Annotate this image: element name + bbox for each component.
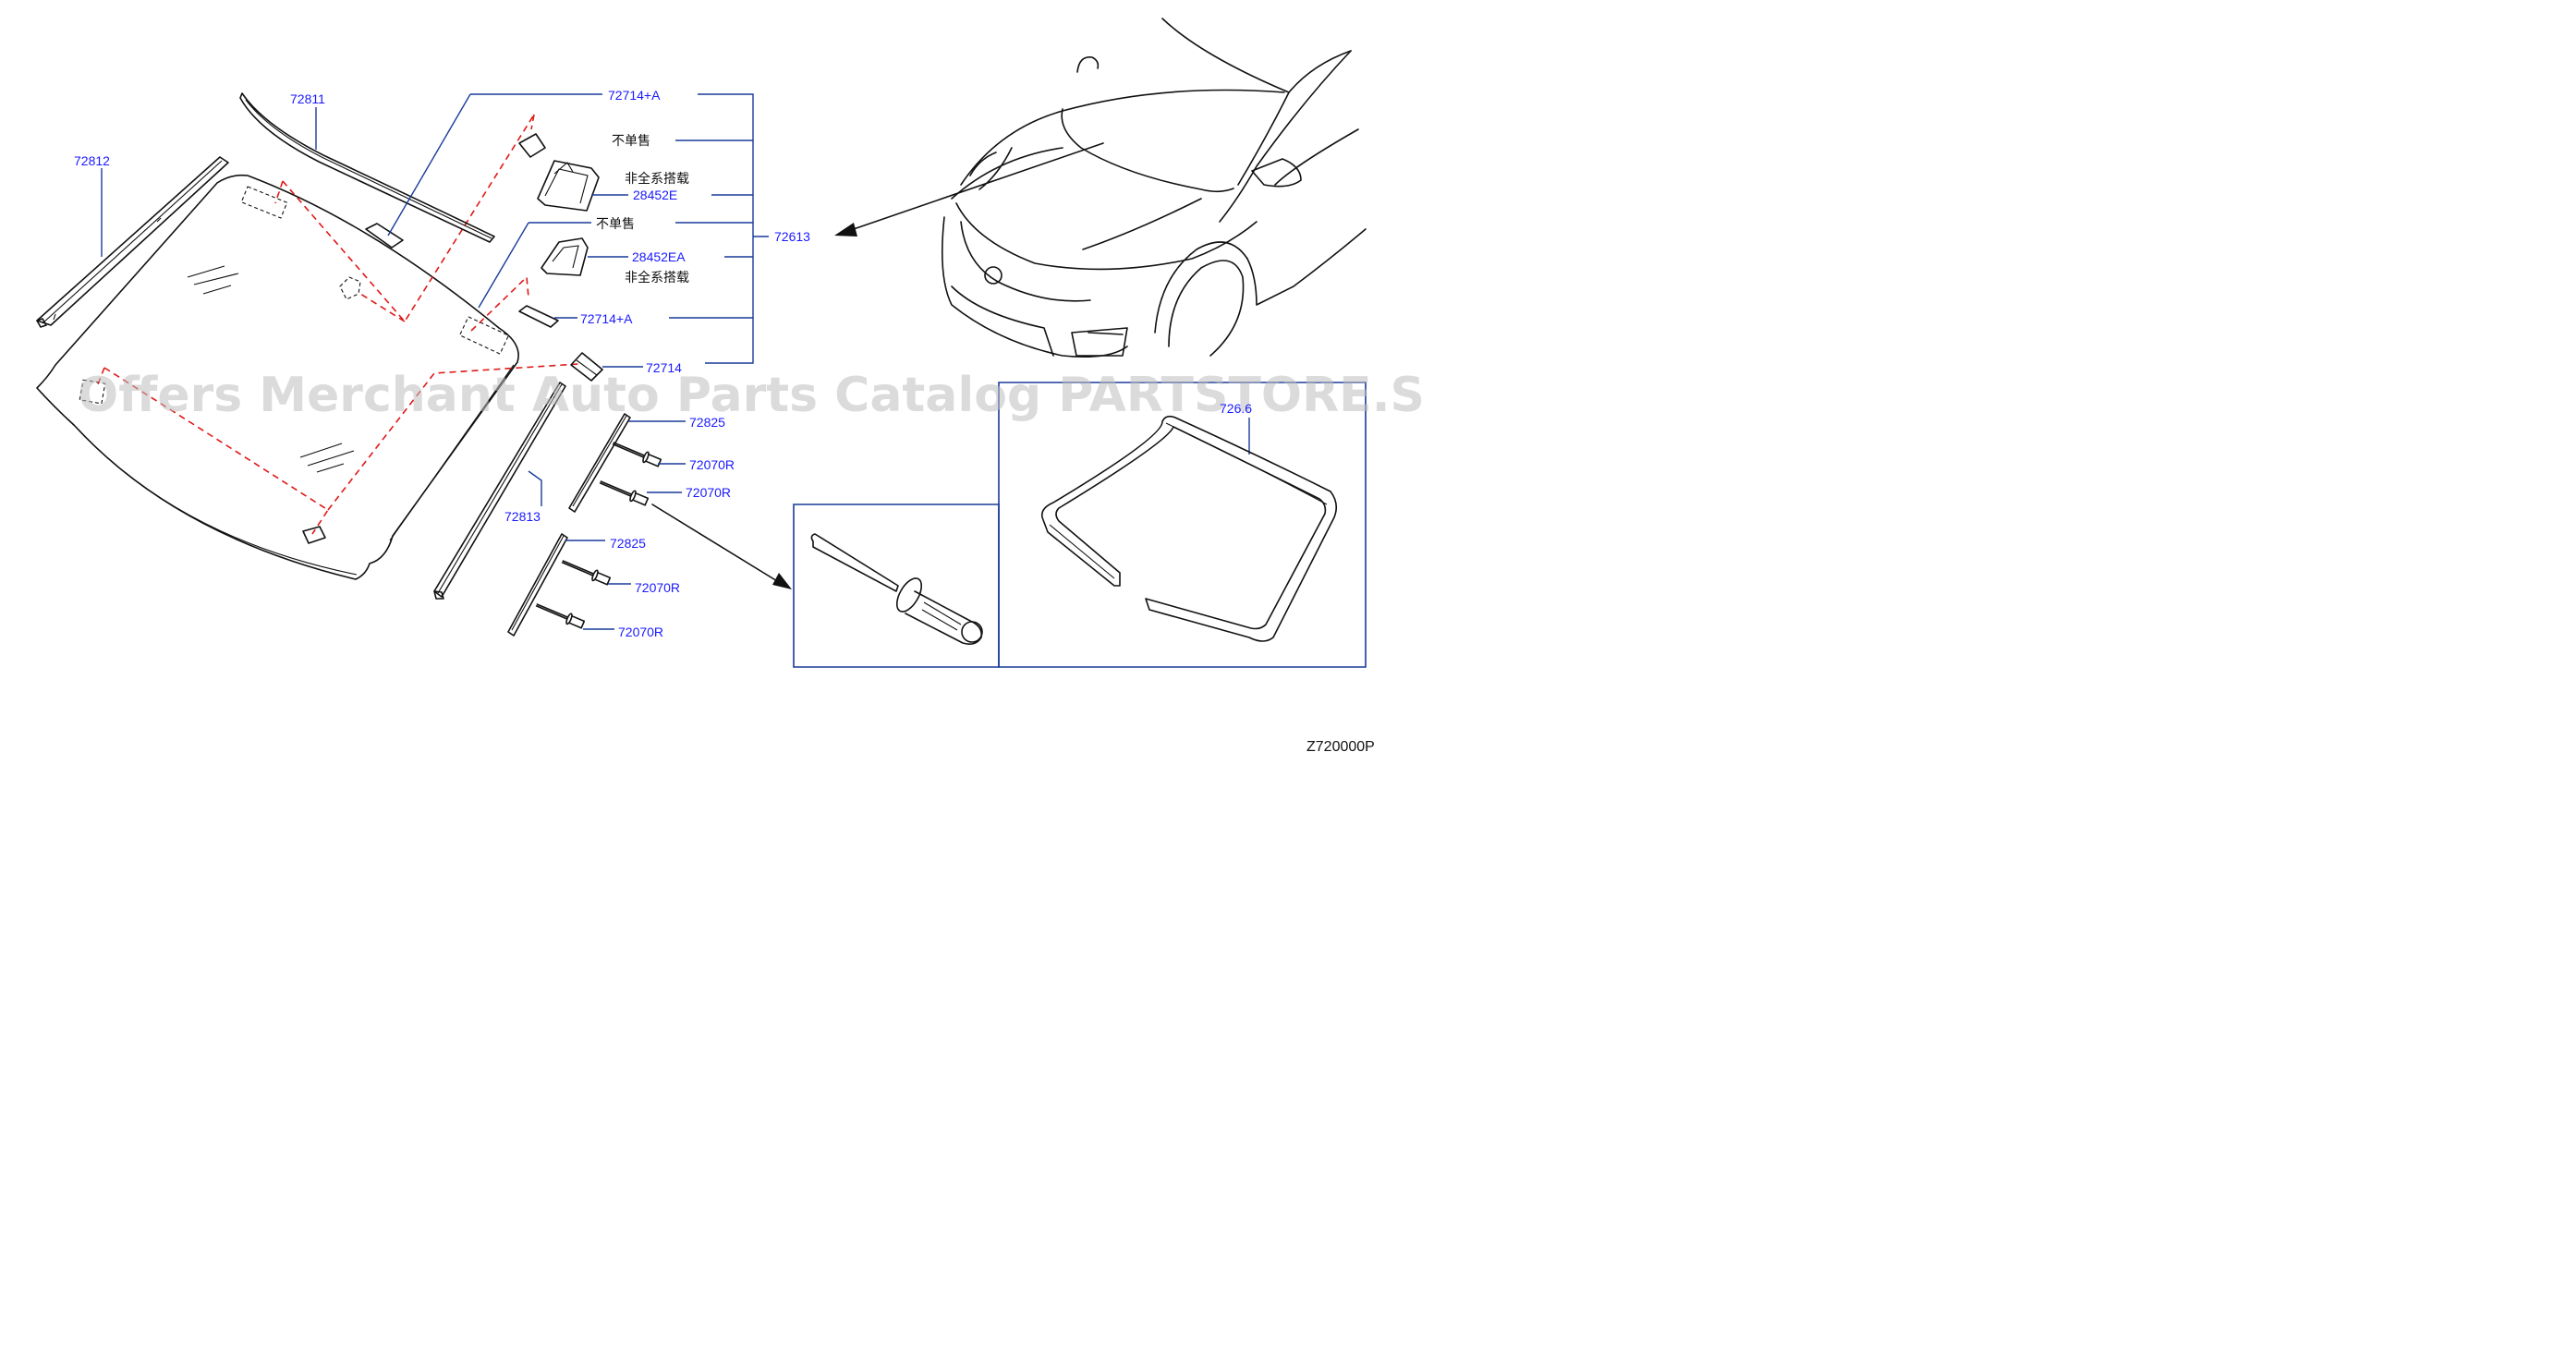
label-72825-upper[interactable]: 72825 [689,415,725,430]
parts-diagram: Offers Merchant Auto Parts Catalog PARTS… [36,18,1424,755]
label-72811[interactable]: 72811 [290,91,325,106]
label-72070r-1[interactable]: 72070R [689,457,735,472]
label-72812[interactable]: 72812 [74,153,110,168]
installation-guide-lines [96,114,579,535]
callout-labels: 72811 72812 72714+A 不单售 非全系搭载 28452E 不单售… [74,88,1252,639]
rivets [535,442,662,629]
diagram-code: Z720000P [1306,739,1375,755]
windshield-glass [36,174,519,580]
label-72070r-2[interactable]: 72070R [686,485,731,500]
label-dam-rubber[interactable]: 726.6 [1220,401,1252,416]
label-72070r-4[interactable]: 72070R [618,625,663,639]
detail-box-dam-rubber [998,382,1367,668]
watermark-text: Offers Merchant Auto Parts Catalog PARTS… [78,368,1424,423]
label-not-sold-separately-2: 不单售 [596,217,635,232]
label-not-all-models-2: 非全系搭载 [625,270,689,285]
car-front-illustration [941,18,1367,358]
detail-box-rivet [793,504,1000,668]
label-28452ea[interactable]: 28452EA [632,249,686,264]
label-72070r-3[interactable]: 72070R [635,580,680,595]
label-not-all-models-1: 非全系搭载 [625,171,689,187]
molding-side-left-72812 [36,156,229,328]
label-72813[interactable]: 72813 [504,509,541,524]
molding-side-right-72813 [433,382,566,600]
label-72825-lower[interactable]: 72825 [610,536,646,551]
cowl-strip-lower [507,533,568,637]
label-72714[interactable]: 72714 [646,360,682,375]
cowl-strip-upper [568,413,631,513]
label-72714-a-top[interactable]: 72714+A [608,88,661,103]
label-72613[interactable]: 72613 [774,229,810,244]
label-72714-a-mid[interactable]: 72714+A [580,311,633,326]
molding-top-72811 [239,92,495,243]
label-28452e[interactable]: 28452E [633,188,677,202]
arrows [651,142,1104,589]
fastener-parts [365,133,603,382]
label-not-sold-separately-1: 不单售 [612,134,650,149]
callout-leaders [101,93,1250,630]
